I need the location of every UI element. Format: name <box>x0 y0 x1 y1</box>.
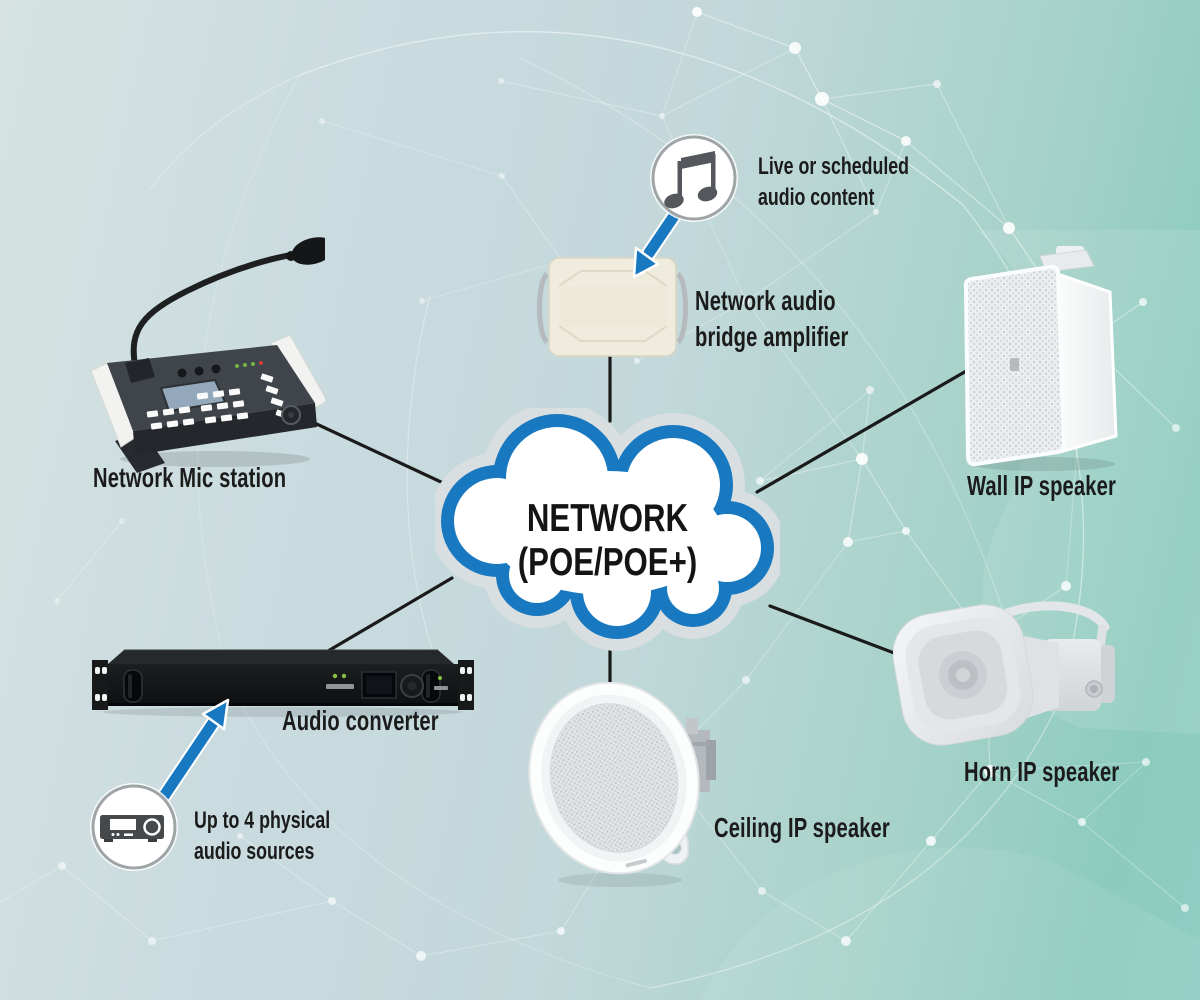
line-cloud-to-wall-speaker <box>755 368 970 494</box>
cloud-label: NETWORK (POE/POE+) <box>435 497 780 584</box>
audio-converter-label: Audio converter <box>282 705 439 736</box>
soft-blob <box>700 847 1200 1000</box>
mic-station-label: Network Mic station <box>93 462 287 493</box>
arrow-to-bridge-amplifier <box>632 205 684 279</box>
horn-speaker-image <box>893 601 1115 746</box>
audio-source-icon <box>90 783 178 871</box>
music-note-icon <box>650 134 738 222</box>
cloud-label-line1: NETWORK <box>526 497 689 540</box>
wall-speaker-image <box>963 246 1118 471</box>
ceiling-speaker-image <box>528 682 716 887</box>
gooseneck <box>130 250 308 366</box>
mic-station-buttons <box>146 373 289 430</box>
mic-station-image <box>90 237 325 473</box>
line-cloud-to-horn-speaker <box>768 604 912 661</box>
network-cloud <box>435 408 780 651</box>
ceiling-speaker-label: Ceiling IP speaker <box>714 812 890 843</box>
bridge-amplifier-image <box>537 257 688 357</box>
bridge-amplifier-label: Network audio bridge amplifier <box>695 285 849 353</box>
audio-sources-callout-label: Up to 4 physical audio sources <box>194 807 331 865</box>
wall-speaker-label: Wall IP speaker <box>967 470 1116 501</box>
cloud-label-line2: (POE/POE+) <box>517 540 698 584</box>
mic-station-display <box>159 378 227 413</box>
line-mic-to-cloud <box>291 411 458 491</box>
horn-speaker-label: Horn IP speaker <box>964 756 1120 787</box>
line-converter-to-cloud <box>326 576 454 653</box>
mic-capsule <box>291 237 325 265</box>
arrow-to-audio-converter <box>156 698 230 804</box>
audio-content-callout-label: Live or scheduled audio content <box>758 153 910 211</box>
rack-ear-right <box>458 660 474 710</box>
rack-ear-left <box>92 660 108 710</box>
ceiling-speaker-grille <box>528 682 700 875</box>
audio-converter-image <box>92 649 474 717</box>
